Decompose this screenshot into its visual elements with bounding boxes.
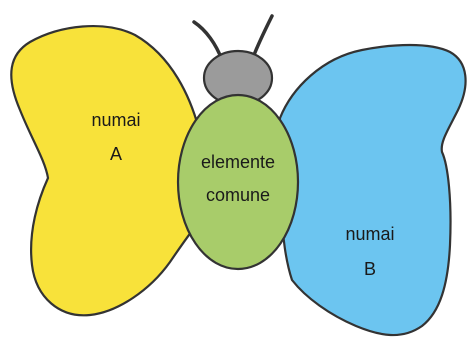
wing-right-label: numai B <box>345 224 394 279</box>
wing-left-label-line1: numai <box>91 110 140 130</box>
wing-left <box>10 25 207 317</box>
wing-left-label-line2: A <box>110 144 122 164</box>
body-label-line1: elemente <box>201 152 275 172</box>
wing-left-label: numai A <box>91 110 140 164</box>
wing-right-label-line2: B <box>364 259 376 279</box>
antenna-left <box>192 20 224 62</box>
body-label: elemente comune <box>201 152 275 205</box>
body-label-line2: comune <box>206 185 270 205</box>
butterfly-body <box>176 93 300 271</box>
wing-right-label-line1: numai <box>345 224 394 244</box>
wing-right <box>278 43 467 337</box>
